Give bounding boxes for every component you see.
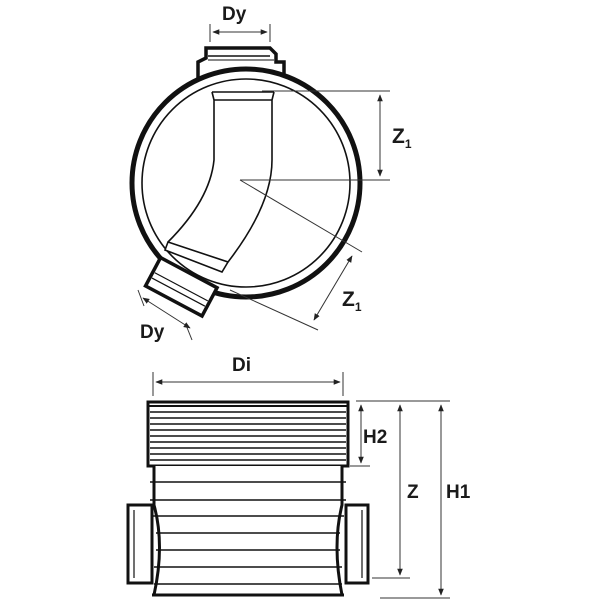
top-view — [129, 24, 390, 341]
dy-top-dimension — [209, 24, 271, 42]
inner-wall — [141, 78, 351, 288]
h2-label: H2 — [363, 427, 387, 448]
z1-angled-label: Z1 — [342, 288, 362, 314]
threaded-section — [146, 400, 350, 468]
z1-vertical-label: Z1 — [392, 125, 412, 151]
right-socket — [344, 503, 370, 585]
z-label: Z — [407, 482, 419, 503]
dy-angled-dimension — [137, 289, 193, 341]
bent-channel — [163, 91, 275, 273]
dy-top-label: Dy — [222, 4, 247, 25]
dy-angled-label: Dy — [140, 322, 165, 343]
di-label: Di — [232, 355, 251, 376]
h1-label: H1 — [446, 482, 471, 503]
h-dimensions — [350, 400, 450, 599]
angled-socket — [143, 255, 220, 319]
chamber-body — [150, 466, 346, 597]
z1-angled-dimension — [229, 179, 363, 331]
di-dimension — [152, 372, 344, 396]
left-socket — [126, 503, 154, 585]
z1-vertical-dimension — [240, 90, 390, 181]
side-view — [126, 372, 450, 599]
